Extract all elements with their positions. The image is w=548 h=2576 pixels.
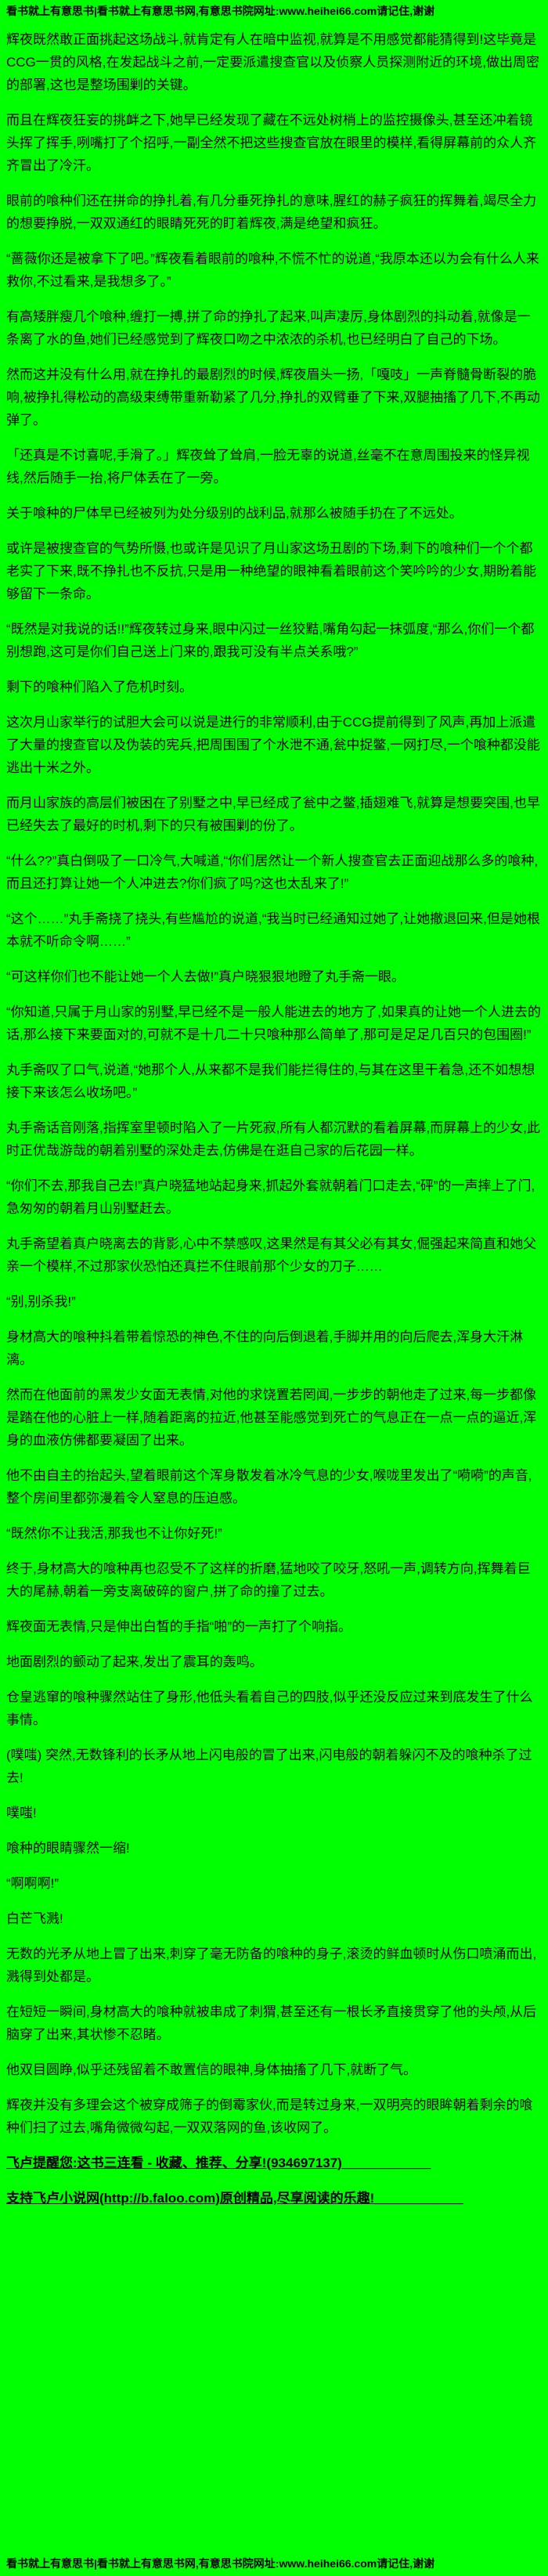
- paragraph: 然而在他面前的黑发少女面无表情,对他的求饶置若罔闻,一步步的朝他走了过来,每一步…: [6, 1387, 537, 1448]
- paragraph: 噗嗤!: [6, 1806, 37, 1820]
- paragraph: 丸手斋话音刚落,指挥室里顿时陷入了一片死寂,所有人都沉默的看着屏幕,而屏幕上的少…: [6, 1120, 540, 1158]
- paragraph: 「还真是不讨喜呢,手滑了。」辉夜耸了耸肩,一脸无辜的说道,丝毫不在意周围投来的怪…: [6, 448, 530, 485]
- paragraph: “别,别杀我!”: [6, 1294, 76, 1309]
- paragraph: 无数的光矛从地上冒了出来,刺穿了毫无防备的喰种的身子,滚烫的鲜血顿时从伤口喷涌而…: [6, 1946, 537, 1984]
- paragraph: “既然是对我说的话!!”辉夜转过身来,眼中闪过一丝狡黠,嘴角勾起一抹弧度,“那么…: [6, 622, 535, 659]
- paragraph: 这次月山家举行的试胆大会可以说是进行的非常顺利,由于CCG提前得到了风声,再加上…: [6, 715, 540, 775]
- paragraph: 丸手斋叹了口气,说道,“她那个人,从来都不是我们能拦得住的,与其在这里干着急,还…: [6, 1063, 535, 1100]
- paragraph: 他不由自主的抬起头,望着眼前这个浑身散发着冰冷气息的少女,喉咙里发出了“嗬嗬”的…: [6, 1468, 532, 1506]
- paragraph: 然而这并没有什么用,就在挣扎的最剧烈的时候,辉夜眉头一扬,「嘎吱」一声脊髓骨断裂…: [6, 367, 540, 428]
- paragraph: “啊啊啊!”: [6, 1876, 59, 1891]
- paragraph: 身材高大的喰种抖着带着惊恐的神色,不住的向后倒退着,手脚并用的向后爬去,浑身大汗…: [6, 1329, 524, 1367]
- paragraph: 剩下的喰种们陷入了危机时刻。: [6, 680, 193, 695]
- paragraph: 白芒飞溅!: [6, 1911, 63, 1926]
- paragraph: 眼前的喰种们还在拼命的挣扎着,有几分垂死挣扎的意味,腥红的赫子疯狂的挥舞着,竭尽…: [6, 193, 537, 231]
- paragraph: 或许是被搜查官的气势所慑,也或许是见识了月山家这场丑剧的下场,剩下的喰种们一个个…: [6, 541, 537, 601]
- paragraph: “蔷薇你还是被拿下了吧。”辉夜看着眼前的喰种,不慌不忙的说道,“我原本还以为会有…: [6, 251, 539, 289]
- paragraph: 丸手斋望着真户晓离去的背影,心中不禁感叹,这果然是有其父必有其女,倔强起来简直和…: [6, 1236, 537, 1274]
- paragraph: “什么??”真白倒吸了一口冷气,大喊道,“你们居然让一个新人搜查官去正面迎战那么…: [6, 853, 539, 891]
- paragraph: 关于喰种的尸体早已经被列为处分级别的战利品,就那么被随手扔在了不远处。: [6, 506, 463, 521]
- paragraph: 喰种的眼睛骤然一缩!: [6, 1841, 130, 1856]
- paragraph: “你们不去,那我自己去!”真户晓猛地站起身来,抓起外套就朝着门口走去,“砰”的一…: [6, 1178, 535, 1216]
- paragraph: “既然你不让我活,那我也不让你好死!”: [6, 1526, 222, 1541]
- paragraph: “你知道,只属于月山家的别墅,早已经不是一般人能进去的地方了,如果真的让她一个人…: [6, 1005, 541, 1042]
- paragraph: 而且在辉夜狂妄的挑衅之下,她早已经发现了藏在不远处树梢上的监控摄像头,甚至还冲着…: [6, 113, 537, 173]
- paragraph: 辉夜面无表情,只是伸出白皙的手指“啪”的一声打了个响指。: [6, 1619, 352, 1634]
- chapter-content: 辉夜既然敢正面挑起这场战斗,就肯定有人在暗中监视,就算是不用感觉都能猜得到!这毕…: [6, 32, 541, 2206]
- paragraph: 终于,身材高大的喰种再也忍受不了这样的折磨,猛地咬了咬牙,怒吼一声,调转方向,挥…: [6, 1561, 531, 1599]
- paragraph: 仓皇逃窜的喰种骤然站住了身形,他低头看着自己的四肢,似乎还没反应过来到底发生了什…: [6, 1690, 533, 1727]
- paragraph: 辉夜并没有多理会这个被穿成筛子的倒霉家伙,而是转过身来,一双明亮的眼眸朝着剩余的…: [6, 2098, 533, 2135]
- promo-faloo-support-link[interactable]: 支持飞卢小说网(http://b.faloo.com)原创精品,尽享阅读的乐趣!…: [6, 2191, 463, 2206]
- site-footer-text: 看书就上有意思书|看书就上有意思书网,有意思书院网址:www.heihei66.…: [6, 2557, 435, 2570]
- paragraph: 他双目圆睁,似乎还残留着不敢置信的眼神,身体抽搐了几下,就断了气。: [6, 2062, 417, 2077]
- paragraph: “可这样你们也不能让她一个人去做!”真户晓狠狠地瞪了丸手斋一眼。: [6, 969, 406, 984]
- paragraph: 而月山家族的高层们被困在了别墅之中,早已经成了瓮中之鳖,插翅难飞,就算是想要突围…: [6, 796, 540, 833]
- paragraph: 地面剧烈的颤动了起来,发出了震耳的轰鸣。: [6, 1654, 263, 1669]
- promo-faloo-reminder-link[interactable]: 飞卢提醒您:这书三连看 - 收藏、推荐、分享!(934697137)______…: [6, 2156, 431, 2170]
- site-header-text: 看书就上有意思书|看书就上有意思书网,有意思书院网址:www.heihei66.…: [6, 5, 435, 17]
- paragraph: (噗嗤) 突然,无数锋利的长矛从地上闪电般的冒了出来,闪电般的朝着躲闪不及的喰种…: [6, 1748, 532, 1785]
- paragraph: 有高矮胖瘦几个喰种,缠打一搏,拼了命的挣扎了起来,叫声凄厉,身体剧烈的抖动着,就…: [6, 309, 531, 347]
- paragraph: 在短短一瞬间,身材高大的喰种就被串成了刺猬,甚至还有一根长矛直接贯穿了他的头颅,…: [6, 2004, 537, 2042]
- paragraph: 辉夜既然敢正面挑起这场战斗,就肯定有人在暗中监视,就算是不用感觉都能猜得到!这毕…: [6, 32, 539, 92]
- paragraph: “这个……”丸手斋挠了挠头,有些尴尬的说道,“我当时已经通知过她了,让她撤退回来…: [6, 911, 540, 949]
